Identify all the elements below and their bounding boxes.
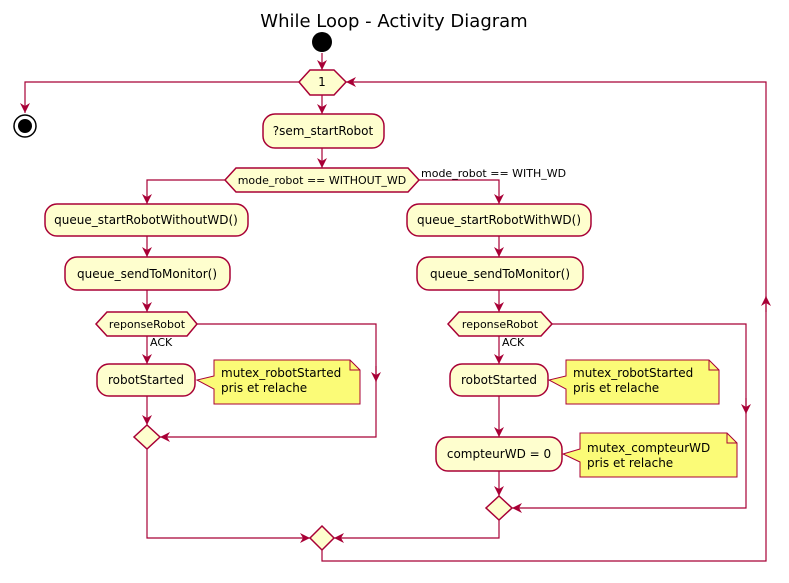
right-ack-label: ACK [502, 336, 525, 349]
note-right2 [561, 432, 738, 478]
note-right2-line2: pris et relache [587, 456, 673, 470]
activity-right-robot-started-label: robotStarted [461, 373, 537, 387]
mode-else-label: mode_robot == WITH_WD [421, 167, 566, 180]
note-right1-line1: mutex_robotStarted [573, 366, 693, 380]
right-reponse-label: reponseRobot [462, 318, 539, 331]
activity-left-start-label: queue_startRobotWithoutWD() [54, 213, 238, 227]
activity-left-send [64, 256, 231, 291]
final-merge [308, 524, 336, 552]
edge-loop-back [321, 77, 767, 562]
activity-right-send [416, 256, 584, 291]
mode-decision-label: mode_robot == WITHOUT_WD [238, 174, 407, 187]
activity-right-send-label: queue_sendToMonitor() [430, 267, 570, 281]
activity-right-start [406, 203, 592, 237]
note-right1 [547, 359, 720, 405]
notes [195, 359, 738, 478]
activity-right-start-label: queue_startRobotWithWD() [417, 213, 581, 227]
edge-right-to-final-merge [334, 520, 500, 543]
note-left [195, 359, 361, 405]
diamonds [94, 69, 554, 552]
left-ack-label: ACK [150, 336, 173, 349]
activity-left-robot-started-label: robotStarted [108, 373, 184, 387]
left-reponse-decision [94, 311, 198, 337]
note-right2-line1: mutex_compteurWD [587, 441, 710, 455]
edge-mode-left [142, 179, 225, 204]
activities [44, 113, 592, 472]
note-right1-line2: pris et relache [573, 381, 659, 395]
left-merge [132, 423, 162, 451]
note-left-line1: mutex_robotStarted [221, 366, 341, 380]
start-node [312, 32, 332, 52]
right-reponse-decision [446, 311, 554, 337]
loop-decision [298, 69, 348, 96]
left-reponse-label: reponseRobot [109, 318, 186, 331]
stop-node [13, 114, 37, 138]
edge-loop-exit [20, 81, 299, 113]
mode-decision [223, 167, 421, 193]
note-left-line2: pris et relache [221, 381, 307, 395]
activity-left-robot-started [96, 363, 196, 397]
edge-left-to-final-merge [146, 449, 310, 543]
right-merge [484, 494, 514, 522]
diagram-title: While Loop - Activity Diagram [260, 11, 527, 32]
activity-compteur-label: compteurWD = 0 [447, 447, 551, 461]
activity-left-send-label: queue_sendToMonitor() [77, 267, 217, 281]
edge-right-else [512, 323, 747, 513]
loop-condition-label: 1 [318, 75, 326, 89]
activity-sem-start [262, 113, 385, 149]
edge-mode-right [419, 179, 504, 204]
activity-left-start [44, 203, 249, 237]
activity-sem-start-label: ?sem_startRobot [273, 124, 374, 138]
edges [20, 53, 771, 562]
